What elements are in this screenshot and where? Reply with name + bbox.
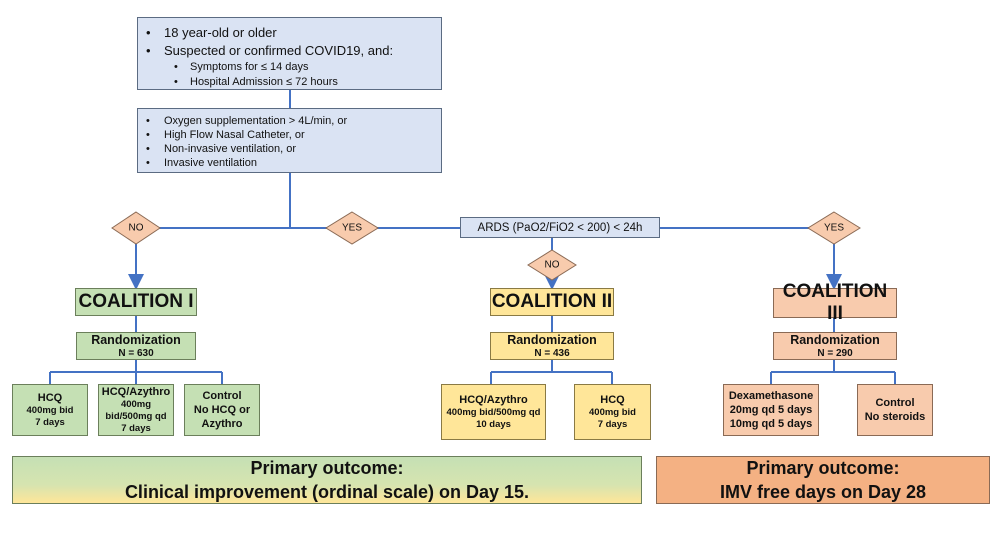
arm-name: HCQ/Azythro [459, 394, 528, 406]
arm-detail: No steroids [864, 411, 926, 423]
arm-name: Dexamethasone [728, 390, 814, 402]
oxygen-item: Invasive ventilation [138, 156, 441, 170]
arm-detail: 20mg qd 5 days [729, 404, 813, 416]
arm-name: HCQ [37, 392, 63, 404]
coalition2-title: COALITION II [491, 291, 613, 312]
oxygen-item: High Flow Nasal Catheter, or [138, 128, 441, 142]
arm-name: Control [875, 397, 915, 409]
arm-detail: 10 days [476, 419, 511, 430]
outcome-title: Primary outcome: [250, 458, 404, 478]
primary-outcome-left: Primary outcome: Clinical improvement (o… [12, 456, 642, 504]
c2-arm-hcq-azythro: HCQ/Azythro 400mg bid/500mg qd 10 days [441, 384, 546, 440]
oxygen-criteria-box: Oxygen supplementation > 4L/min, or High… [137, 108, 442, 173]
oxygen-item: Oxygen supplementation > 4L/min, or [138, 114, 441, 128]
c2-arm-hcq: HCQ 400mg bid 7 days [574, 384, 651, 440]
randomization-n: N = 630 [118, 347, 154, 359]
arm-detail: 400mg bid [589, 407, 636, 418]
coalition1-title: COALITION I [78, 291, 194, 312]
c3-arm-control: Control No steroids [857, 384, 933, 436]
coalition2-randomization-box: Randomization N = 436 [490, 332, 614, 360]
criterion-item: Suspected or confirmed COVID19, and: [138, 42, 441, 60]
outcome-text: Clinical improvement (ordinal scale) on … [124, 482, 530, 502]
c1-arm-control: Control No HCQ or Azythro [184, 384, 260, 436]
c1-arm-hcq: HCQ 400mg bid 7 days [12, 384, 88, 436]
criterion-subitem: Symptoms for ≤ 14 days [138, 60, 441, 75]
decision-no-left: NO [128, 222, 144, 234]
arm-detail: 7 days [35, 417, 65, 428]
randomization-n: N = 436 [534, 347, 570, 359]
arm-detail: 7 days [597, 419, 628, 430]
arm-detail: bid/500mg qd [105, 411, 167, 422]
primary-outcome-right: Primary outcome: IMV free days on Day 28 [656, 456, 990, 504]
coalition1-title-box: COALITION I [75, 288, 197, 316]
randomization-label: Randomization [790, 332, 880, 347]
arm-detail: 400mg [120, 399, 152, 410]
oxygen-item: Non-invasive ventilation, or [138, 142, 441, 156]
randomization-n: N = 290 [817, 347, 853, 359]
coalition3-title-box: COALITION III [773, 281, 897, 324]
ards-label: ARDS (PaO2/FiO2 < 200) < 24h [477, 221, 643, 234]
coalition2-title-box: COALITION II [490, 288, 614, 316]
coalition1-randomization-box: Randomization N = 630 [76, 332, 196, 360]
decision-no-mid: NO [544, 259, 560, 271]
coalition3-randomization-box: Randomization N = 290 [773, 332, 897, 360]
diamond-yes-left [325, 211, 379, 245]
c3-arm-dexamethasone: Dexamethasone 20mg qd 5 days 10mg qd 5 d… [723, 384, 819, 436]
arm-detail: 400mg bid [26, 405, 74, 416]
arm-detail: 10mg qd 5 days [729, 418, 813, 430]
diamond-yes-right [807, 211, 861, 245]
randomization-label: Randomization [91, 332, 181, 347]
criterion-item: 18 year-old or older [138, 24, 441, 42]
c1-arm-hcq-azythro: HCQ/Azythro 400mg bid/500mg qd 7 days [98, 384, 174, 436]
ards-box: ARDS (PaO2/FiO2 < 200) < 24h [460, 217, 660, 238]
arm-detail: Azythro [201, 418, 243, 430]
outcome-text: IMV free days on Day 28 [719, 482, 927, 502]
diamond-no-mid [527, 249, 577, 281]
diamond-no-left [111, 211, 161, 245]
arm-name: HCQ [600, 394, 625, 406]
randomization-label: Randomization [507, 332, 597, 347]
arm-name: HCQ/Azythro [101, 386, 171, 398]
coalition3-title: COALITION III [782, 281, 888, 324]
decision-yes-left: YES [341, 222, 363, 234]
outcome-title: Primary outcome: [746, 458, 900, 478]
inclusion-criteria-box: 18 year-old or older Suspected or confir… [137, 17, 442, 90]
arm-name: Control [202, 390, 242, 402]
arm-detail: No HCQ or [193, 404, 251, 416]
arm-detail: 7 days [121, 423, 151, 434]
decision-yes-right: YES [823, 222, 845, 234]
arm-detail: 400mg bid/500mg qd [446, 407, 541, 418]
criterion-subitem: Hospital Admission ≤ 72 hours [138, 75, 441, 90]
